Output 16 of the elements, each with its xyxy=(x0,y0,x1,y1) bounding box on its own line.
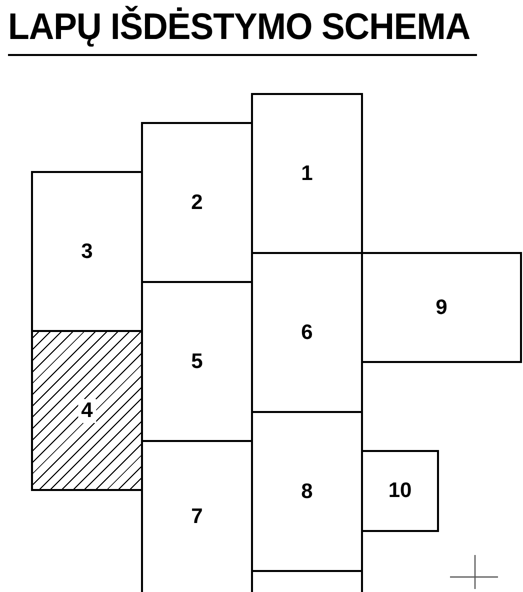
sheet-number: 6 xyxy=(301,320,313,344)
sheet-number: 10 xyxy=(388,479,412,503)
sheet-number: 2 xyxy=(191,190,203,214)
sheet-number: 9 xyxy=(436,296,448,320)
sheet-number: 8 xyxy=(301,480,313,504)
sheet-number: 1 xyxy=(301,162,313,186)
sheet-number: 3 xyxy=(81,240,93,264)
sheet xyxy=(361,252,522,363)
sheet-number: 7 xyxy=(191,505,203,529)
hatched-sheet xyxy=(31,330,143,491)
sheet xyxy=(251,93,363,254)
sheet-number: 4 xyxy=(78,398,96,422)
title: LAPŲ IŠDĖSTYMO SCHEMA xyxy=(8,6,470,48)
sheet xyxy=(361,450,439,532)
sheet-number: 5 xyxy=(191,350,203,374)
sheet xyxy=(31,171,143,332)
